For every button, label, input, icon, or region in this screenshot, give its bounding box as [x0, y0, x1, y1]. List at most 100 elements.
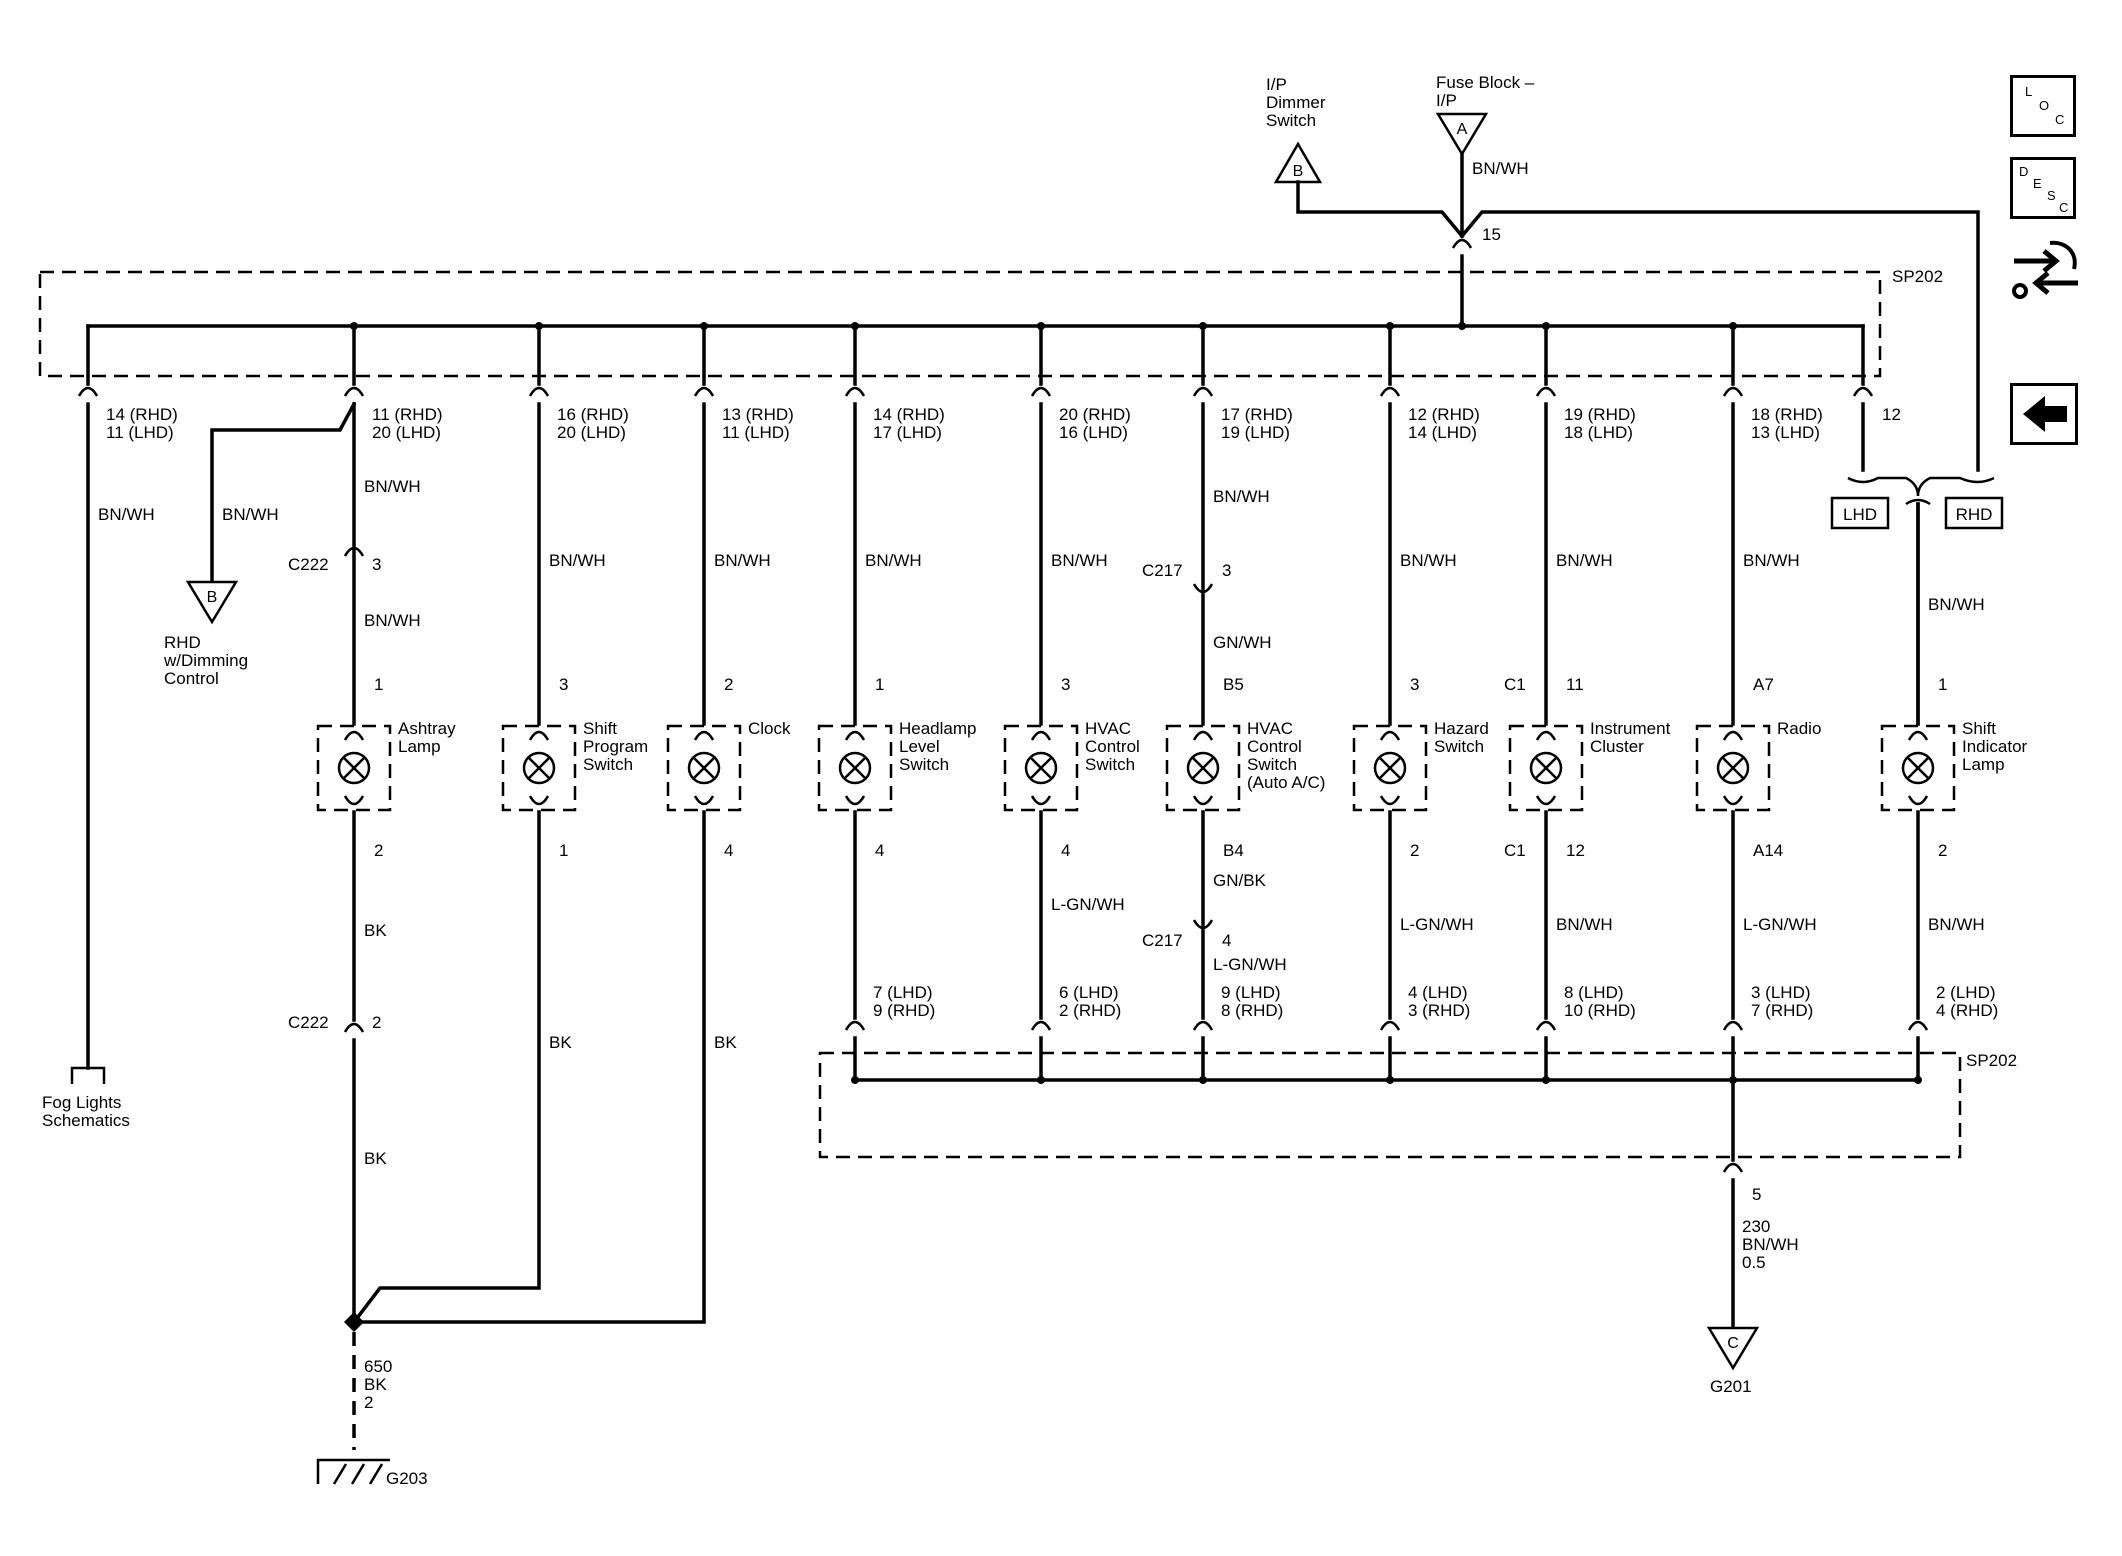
lamp-cluster-bottom-cup — [1535, 1020, 1557, 1031]
lamp-clock-name: Clock — [748, 719, 791, 738]
rhd-dimming-label: Control — [164, 669, 219, 688]
back-button[interactable] — [2010, 383, 2078, 445]
lamp-ashtray-housing — [316, 724, 392, 812]
lamp-shift-program-pin-in-label: 3 — [559, 675, 568, 694]
fog-pins: 11 (LHD) — [106, 423, 174, 442]
lamp-shift-program-pin-in — [528, 730, 550, 741]
fog-pins: 14 (RHD) — [106, 405, 178, 424]
lamp-cluster-bulb — [1529, 751, 1563, 785]
lamp-shift-indicator-bottom-pins: 2 (LHD) — [1936, 983, 1996, 1002]
service-tools-icon[interactable] — [2010, 239, 2082, 305]
lamp-headlamp-level-wire-label: BN/WH — [865, 551, 922, 570]
lamp-cluster-lower-wire-label: BN/WH — [1556, 915, 1613, 934]
rhd-dimming-triangle-letter: B — [207, 589, 218, 606]
lamp-clock-pin-out — [693, 795, 715, 806]
lamp-radio-housing — [1695, 724, 1771, 812]
connector-cup — [1852, 386, 1874, 397]
lamp-headlamp-level-name: Level — [899, 737, 940, 756]
side-toolbar: L O C D E S C — [2010, 75, 2086, 465]
lamp-cluster-pin-out-label: 12 — [1566, 841, 1585, 860]
desc-button[interactable]: D E S C — [2010, 157, 2076, 219]
g203-hatch — [350, 1463, 366, 1485]
lamp-ashtray-pin-out — [343, 795, 365, 806]
fog-end — [70, 1066, 106, 1084]
dimmer-label: Dimmer — [1266, 93, 1326, 112]
lamp-radio-wire-label: BN/WH — [1743, 551, 1800, 570]
ashtray-ground-wire-label: BK — [364, 1149, 387, 1168]
fuse-wire-label: BN/WH — [1472, 159, 1529, 178]
shift-indicator-cup — [1905, 498, 1931, 506]
lamp-hvac-housing — [1003, 724, 1079, 812]
lamp-shift-indicator-bulb-x — [1907, 757, 1929, 779]
lamp-cluster-top-pins: 19 (RHD) — [1564, 405, 1636, 424]
c217-upper-name: C217 — [1142, 561, 1183, 580]
clock-lower-wire-label: BK — [714, 1033, 737, 1052]
connector-cup — [1535, 386, 1557, 397]
lamp-hvac-auto-housing — [1165, 724, 1241, 812]
lamp-shift-program-wire-label: BN/WH — [549, 551, 606, 570]
lamp-headlamp-level-bottom-pins: 9 (RHD) — [873, 1001, 935, 1020]
lamp-hvac-auto-name: Switch — [1247, 755, 1297, 774]
lamp-hazard-wire-label: BN/WH — [1400, 551, 1457, 570]
lamp-shift-program-top-pins: 20 (LHD) — [557, 423, 626, 442]
lamp-hvac-bottom-pins: 2 (RHD) — [1059, 1001, 1121, 1020]
lamp-radio-bottom-cup — [1722, 1020, 1744, 1031]
lamp-hvac-top-pins: 16 (LHD) — [1059, 423, 1128, 442]
rhd-dimming-triangle — [185, 580, 239, 625]
rhd-dimming-wire — [210, 401, 357, 588]
lamp-headlamp-level-top-pins: 14 (RHD) — [873, 405, 945, 424]
loc-letter-2: O — [2039, 98, 2050, 113]
lamp-hvac-auto-name: HVAC — [1247, 719, 1293, 738]
lamp-radio-bulb — [1716, 751, 1750, 785]
lamp-ashtray-name: Lamp — [398, 737, 441, 756]
lamp-hazard-top-pins: 14 (LHD) — [1408, 423, 1477, 442]
loc-button[interactable]: L O C — [2010, 75, 2076, 137]
g203-hatch — [332, 1463, 348, 1485]
lamp-radio-pin-in-label: A7 — [1753, 675, 1774, 694]
g203-name: G203 — [386, 1469, 428, 1488]
fuse-block-label: I/P — [1436, 91, 1457, 110]
lamp-cluster-pin-in-label: 11 — [1566, 675, 1584, 694]
c222-lower-pin: 2 — [372, 1013, 381, 1032]
g201-name: G201 — [1710, 1377, 1752, 1396]
lamp-clock-pin-in — [693, 730, 715, 741]
lhd-rhd-brace — [1847, 476, 1995, 497]
connector-cup — [693, 386, 715, 397]
lamp-radio-pin-in — [1722, 730, 1744, 741]
loc-letter-3: C — [2055, 112, 2065, 127]
g201-triangle — [1706, 1326, 1760, 1371]
g201-circuit: 0.5 — [1742, 1253, 1766, 1272]
c222-upper — [343, 546, 365, 557]
lamp-ashtray-name: Ashtray — [398, 719, 456, 738]
lamp-ashtray-top-pins: 11 (RHD) — [372, 405, 443, 424]
lamp-shift-program-housing — [501, 724, 577, 812]
g203-circuit: BK — [364, 1375, 387, 1394]
lamp-headlamp-level-bulb — [838, 751, 872, 785]
fuse-block-triangle — [1435, 112, 1489, 157]
lamp-shift-program-pin-out-label: 1 — [559, 841, 568, 860]
lamp-cluster-name: Instrument — [1590, 719, 1671, 738]
lamp-headlamp-level-name: Headlamp — [899, 719, 977, 738]
connector-cup — [528, 386, 550, 397]
lamp-hvac-pin-out-label: 4 — [1061, 841, 1070, 860]
lamp-hazard-bulb — [1373, 751, 1407, 785]
lamp-headlamp-level-pin-in — [844, 730, 866, 741]
lhd-label: LHD — [1843, 505, 1877, 524]
lamp-radio-bulb-x — [1722, 757, 1744, 779]
c217-lower-name: C217 — [1142, 931, 1183, 950]
lamp-shift-indicator-pin-out-label: 2 — [1938, 841, 1947, 860]
lamp-clock-top-pins: 11 (LHD) — [722, 423, 790, 442]
fuse-pin-15 — [1451, 238, 1473, 249]
connector-cup — [1192, 386, 1214, 397]
lamp-shift-indicator-pin-in-label: 1 — [1938, 675, 1947, 694]
lamp-hvac-name: Control — [1085, 737, 1140, 756]
lamp-shift-indicator-name: Indicator — [1962, 737, 2028, 756]
lamp-hazard-bottom-cup — [1379, 1020, 1401, 1031]
lamp-headlamp-level-pin-out-label: 4 — [875, 841, 884, 860]
g203-symbol — [316, 1458, 390, 1484]
lamp-ashtray-pin-out-label: 2 — [374, 841, 383, 860]
connector-cup — [343, 386, 365, 397]
lamp-radio-bottom-pins: 3 (LHD) — [1751, 983, 1811, 1002]
g201-pin-cup — [1722, 1162, 1744, 1173]
lamp-hazard-pin-out-label: 2 — [1410, 841, 1419, 860]
